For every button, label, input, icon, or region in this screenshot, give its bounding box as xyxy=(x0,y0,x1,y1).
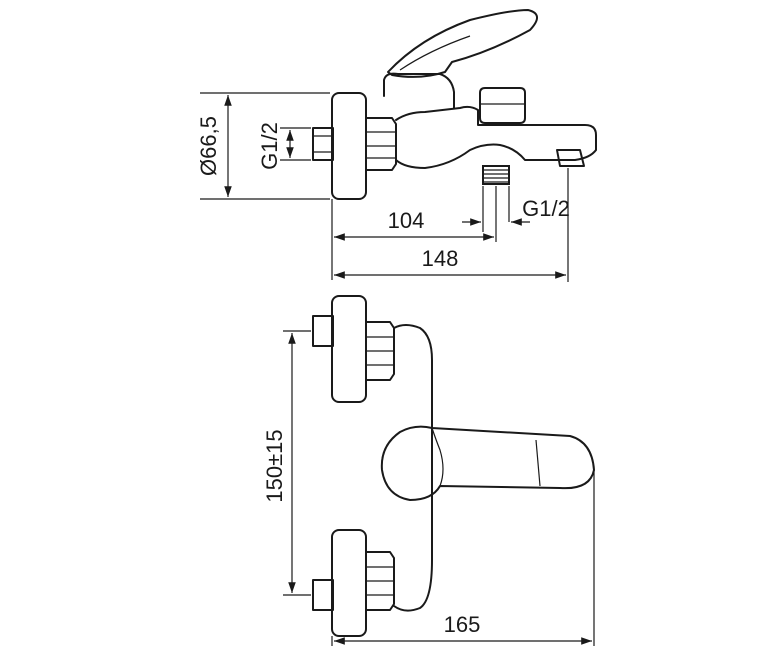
outlet-thread xyxy=(482,165,510,185)
plan-view xyxy=(312,295,595,637)
diameter-label: Ø66,5 xyxy=(196,116,221,176)
inlet-thread-label: G1/2 xyxy=(257,122,282,170)
spout-tip xyxy=(556,149,585,167)
plan-view-dimensions: 150±15 165 xyxy=(262,330,595,646)
total-depth-label: 148 xyxy=(422,246,459,271)
diverter-knob xyxy=(479,87,526,124)
faucet-body xyxy=(395,105,597,169)
spout-offset-label: 104 xyxy=(388,208,425,233)
upper-flange xyxy=(331,295,367,403)
lever-neck xyxy=(383,72,455,109)
lever-plan xyxy=(380,425,595,501)
upper-inlet-pipe xyxy=(312,315,334,347)
plan-total-depth-label: 165 xyxy=(444,612,481,637)
wall-flange xyxy=(331,92,367,200)
lever-handle xyxy=(387,9,538,78)
lower-inlet-pipe xyxy=(312,579,334,611)
hex-nut xyxy=(365,117,397,171)
upper-hex-nut xyxy=(365,321,395,381)
inlet-pipe xyxy=(312,127,334,161)
lower-flange xyxy=(331,529,367,637)
side-view-dimensions: Ø66,5 G1/2 G1/2 104 148 xyxy=(196,92,570,282)
center-distance-label: 150±15 xyxy=(262,429,287,502)
side-view xyxy=(312,9,597,200)
outlet-thread-label: G1/2 xyxy=(522,196,570,221)
lower-hex-nut xyxy=(365,551,395,611)
faucet-body-plan xyxy=(393,324,433,612)
